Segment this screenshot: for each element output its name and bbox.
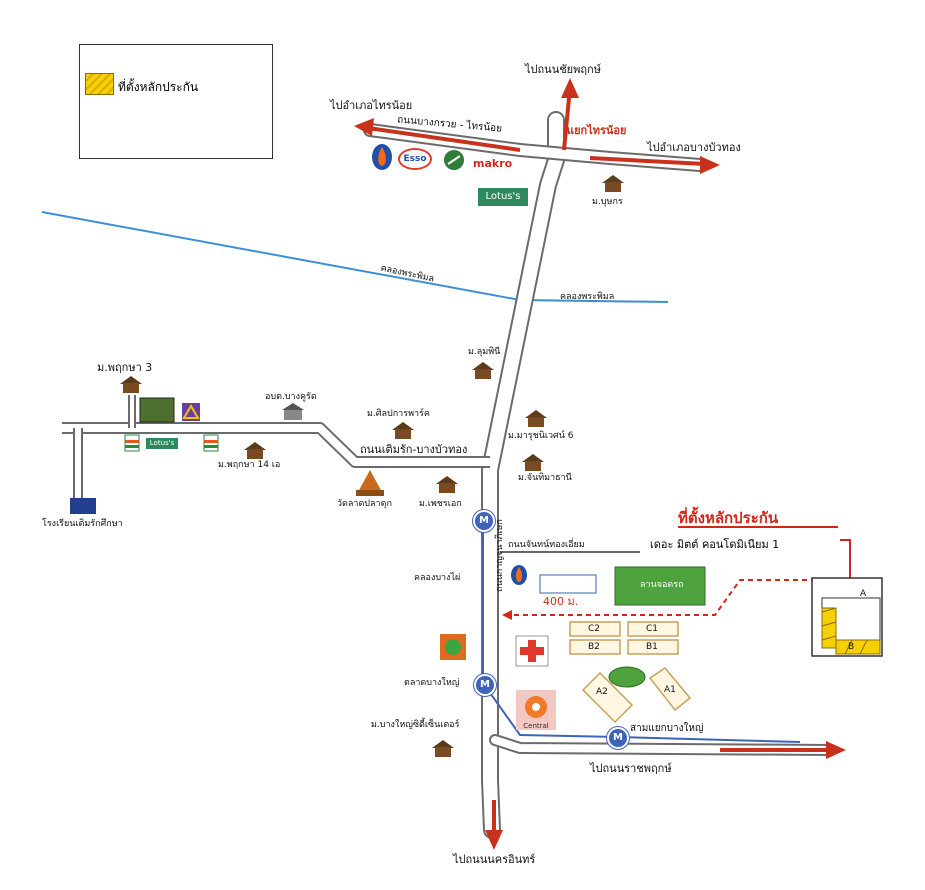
property-building-a-label: A	[860, 589, 867, 599]
tambon-office-label: อบต.บางคูรัด	[265, 392, 317, 402]
sai-noi-junction-label: แยกไทรน้อย	[567, 124, 627, 137]
house-icon	[434, 474, 460, 494]
sam-yaek-bang-yai-label: สามแยกบางใหญ่	[630, 723, 704, 734]
direction-arrows	[354, 78, 846, 850]
kanchanaphisek-road-label: ถนนกาญจนาภิเษก	[495, 519, 505, 592]
to-ratchaphruek-label: ไปถนนราชพฤกษ์	[590, 762, 672, 775]
legend-label: ที่ตั้งหลักประกัน	[118, 80, 199, 94]
house-icon	[430, 738, 456, 758]
house-icon	[520, 452, 546, 472]
m-phruksa-14-label: ม.พฤกษา 14 เอ	[218, 460, 281, 470]
m-phetchaek-label: ม.เพชรเอก	[419, 499, 462, 509]
to-chaiyaphruek-label: ไปถนนชัยพฤกษ์	[525, 63, 601, 76]
legend-swatch	[85, 73, 114, 95]
toem-rak-road	[62, 395, 490, 500]
ptt-logo-south	[511, 565, 527, 585]
route-to-property	[505, 579, 830, 616]
talat-bang-yai-label: ตลาดบางใหญ่	[404, 678, 460, 688]
metro-station-icon: M	[473, 510, 495, 532]
m-bu-sakorn-label: ม.บุษกร	[592, 197, 623, 207]
chan-thong-iam-road-label: ถนนจันทน์ทองเอี่ยม	[508, 540, 585, 550]
property-title-underline	[678, 526, 838, 528]
lotus-small-logo: Lotus's	[146, 438, 178, 449]
school-label: โรงเรียนเติมรักศึกษา	[42, 519, 123, 529]
bank-logo-mark	[182, 404, 200, 419]
building-b1-label: B1	[646, 642, 658, 652]
to-sai-noi-label: ไปอำเภอไทรน้อย	[330, 99, 413, 112]
bank-logo	[182, 403, 200, 421]
seven-eleven-logo-1	[124, 434, 140, 452]
esso-logo: Esso	[398, 148, 432, 170]
central-logo-text: Central	[523, 722, 549, 730]
building-c1-label: C1	[646, 624, 659, 634]
building-b2-label: B2	[588, 642, 600, 652]
building-a2-label: A2	[596, 687, 608, 697]
metro-station-icon: M	[607, 727, 629, 749]
m-lumphini-label: ม.ลุมพินี	[468, 347, 501, 357]
parking-lot	[614, 566, 706, 606]
property-plot	[811, 577, 883, 657]
ev-station-logo	[444, 150, 464, 170]
wat-label: วัดลาดปลาดุก	[337, 499, 392, 509]
billboard-icon	[139, 397, 175, 423]
toem-rak-road-label: ถนนเติมรัก-บางบัวทอง	[360, 443, 468, 456]
metro-line	[482, 520, 801, 743]
market-logo-mark	[445, 639, 461, 655]
hospital-sign	[539, 574, 597, 594]
house-icon	[470, 360, 496, 380]
lotus-logo: Lotus's	[478, 188, 528, 206]
seven-eleven-logo-2	[203, 434, 219, 452]
building-c2-label: C2	[588, 624, 601, 634]
to-nakhon-in-label: ไปถนนนครอินทร์	[453, 853, 536, 866]
khlong-bang-phai-label: คลองบางไผ่	[414, 573, 461, 583]
distance-label: 400 ม.	[543, 595, 579, 608]
makro-logo: makro	[473, 157, 513, 170]
house-icon	[523, 408, 549, 428]
m-phruksa-3-label: ม.พฤกษา 3	[97, 361, 153, 374]
khlong-phraphimon-label-2: คลองพระพิมล	[560, 292, 615, 302]
house-icon	[600, 173, 626, 193]
route-arrowhead	[502, 610, 512, 620]
parking-label: ลานจอดรถ	[640, 580, 684, 590]
central-logo	[516, 690, 556, 730]
to-bang-bua-thong-label: ไปอำเภอบางบัวทอง	[647, 141, 741, 154]
house-icon	[118, 374, 144, 394]
property-building-b-label: B	[848, 642, 855, 652]
m-chanthimaeon-label: ม.จันทิมาธานี	[518, 473, 572, 483]
legend-box: ที่ตั้งหลักประกัน	[79, 44, 273, 159]
property-title: ที่ตั้งหลักประกัน	[678, 509, 779, 527]
pond	[608, 666, 646, 688]
temple-icon	[356, 470, 384, 496]
house-icon	[242, 440, 268, 460]
ptt-logo	[372, 144, 392, 170]
building-a1-label: A1	[664, 685, 676, 695]
m-sinlapakan-park-label: ม.ศิลปการพาร์ค	[367, 409, 430, 419]
hospital-icon	[515, 635, 549, 667]
metro-station-icon: M	[474, 674, 496, 696]
canal-line	[41, 211, 669, 303]
property-subtitle: เดอะ มิตต์ คอนโดมิเนียม 1	[650, 538, 780, 551]
house-icon	[390, 420, 416, 440]
m-maruchit-label: ม.มารุชนิเวศน์ 6	[508, 431, 574, 441]
m-bang-yai-city-label: ม.บางใหญ่ซิตี้เซ็นเตอร์	[371, 720, 460, 730]
building-blocks	[569, 621, 692, 724]
school-flag-icon	[70, 498, 96, 514]
government-building-icon	[280, 402, 306, 422]
